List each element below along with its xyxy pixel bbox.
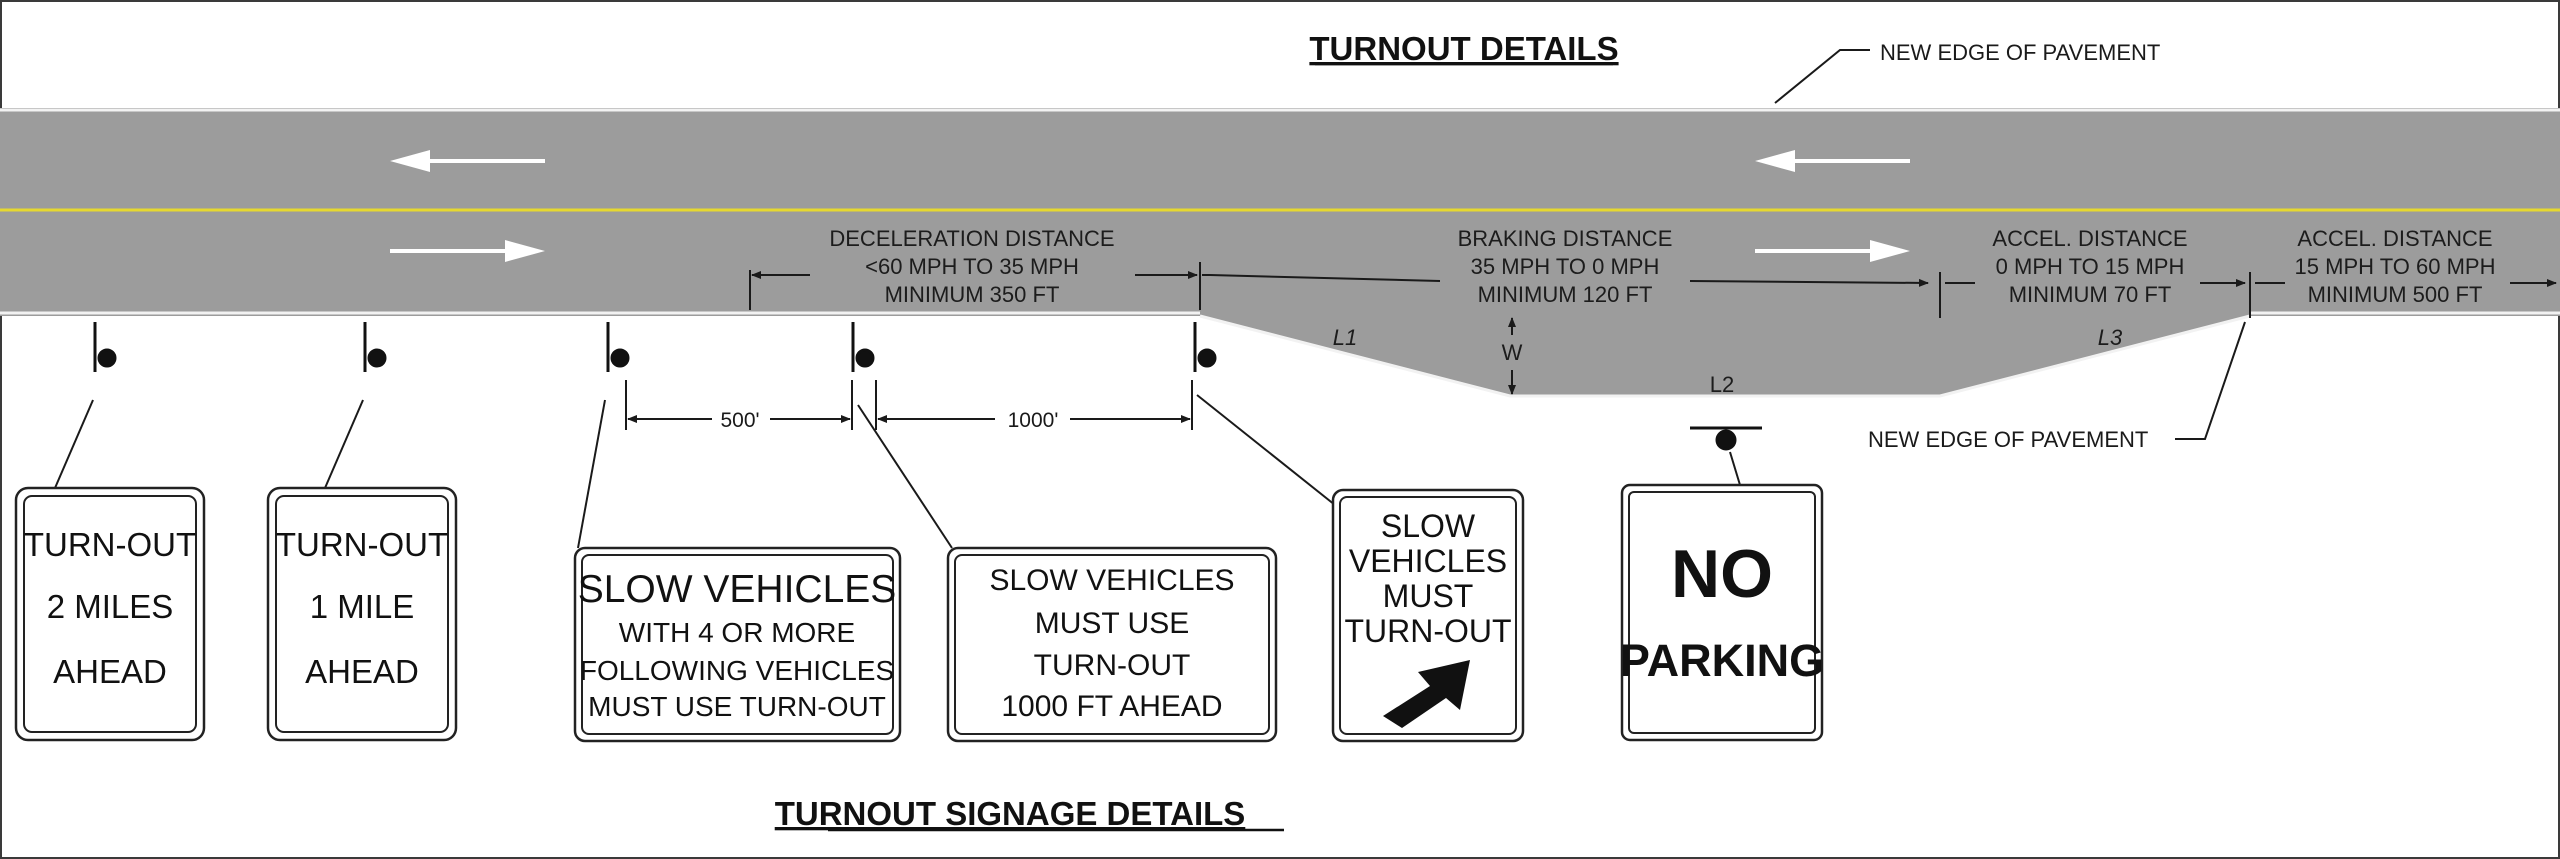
svg-text:ACCEL. DISTANCE: ACCEL. DISTANCE [1992, 226, 2187, 251]
svg-text:MUST USE TURN-OUT: MUST USE TURN-OUT [588, 691, 886, 722]
svg-text:SLOW: SLOW [1381, 508, 1476, 544]
svg-text:NEW EDGE OF PAVEMENT: NEW EDGE OF PAVEMENT [1868, 427, 2148, 452]
svg-text:PARKING: PARKING [1620, 635, 1824, 686]
left-arrow-icon [1755, 150, 1910, 172]
up-right-arrow-icon [1383, 660, 1470, 728]
svg-text:TURN-OUT: TURN-OUT [1344, 613, 1511, 649]
edge-callout-bottom: NEW EDGE OF PAVEMENT [1868, 321, 2246, 452]
dimension-lines [749, 262, 2557, 395]
width-label: W [1502, 340, 1523, 365]
title-signage-details: TURNOUT SIGNAGE DETAILS [775, 795, 1246, 832]
sign-turnout-2-miles: TURN-OUT 2 MILES AHEAD [14, 486, 206, 742]
edge-callout-top: NEW EDGE OF PAVEMENT [1774, 40, 2160, 104]
sign-post-icon [1193, 322, 1217, 372]
sign-posts [93, 322, 1762, 451]
svg-text:35 MPH TO 0 MPH: 35 MPH TO 0 MPH [1471, 254, 1660, 279]
svg-text:<60 MPH TO 35 MPH: <60 MPH TO 35 MPH [865, 254, 1079, 279]
roadway: DECELERATION DISTANCE <60 MPH TO 35 MPH … [0, 108, 2560, 398]
svg-text:DECELERATION DISTANCE: DECELERATION DISTANCE [829, 226, 1114, 251]
svg-text:ACCEL. DISTANCE: ACCEL. DISTANCE [2297, 226, 2492, 251]
sign-leaders [54, 394, 1741, 549]
svg-text:SLOW VEHICLES: SLOW VEHICLES [989, 564, 1234, 597]
sign-post-icon [93, 322, 117, 372]
turnout-edge-line [1199, 314, 2251, 398]
accel-distance-label-2: ACCEL. DISTANCE 15 MPH TO 60 MPH MINIMUM… [2295, 226, 2496, 307]
svg-text:MINIMUM 500 FT: MINIMUM 500 FT [2308, 282, 2483, 307]
accel-distance-label-1: ACCEL. DISTANCE 0 MPH TO 15 MPH MINIMUM … [1992, 226, 2187, 307]
sign-turnout-1-mile: TURN-OUT 1 MILE AHEAD [266, 486, 458, 742]
svg-text:AHEAD: AHEAD [53, 653, 167, 690]
svg-text:SLOW VEHICLES: SLOW VEHICLES [578, 568, 897, 611]
taper-label-l1: L1 [1333, 325, 1357, 350]
svg-text:MINIMUM 350 FT: MINIMUM 350 FT [885, 282, 1060, 307]
svg-text:NO: NO [1671, 536, 1773, 612]
taper-label-l3: L3 [2098, 325, 2123, 350]
svg-text:1 MILE: 1 MILE [310, 588, 415, 625]
svg-text:MUST: MUST [1383, 578, 1474, 614]
svg-text:15 MPH TO 60 MPH: 15 MPH TO 60 MPH [2295, 254, 2496, 279]
pavement [0, 108, 2560, 316]
svg-text:NEW EDGE OF PAVEMENT: NEW EDGE OF PAVEMENT [1880, 40, 2160, 65]
spacing-500-label: 500' [720, 409, 759, 432]
svg-text:AHEAD: AHEAD [305, 653, 419, 690]
svg-text:1000 FT AHEAD: 1000 FT AHEAD [1001, 690, 1222, 723]
sign-no-parking: NO PARKING [1620, 483, 1824, 742]
svg-text:MINIMUM 120 FT: MINIMUM 120 FT [1478, 282, 1653, 307]
right-arrow-icon [390, 240, 545, 262]
sign-post-icon [851, 322, 875, 372]
right-arrow-icon [1755, 240, 1910, 262]
spacing-dimensions [625, 380, 1193, 430]
svg-text:BRAKING DISTANCE: BRAKING DISTANCE [1458, 226, 1673, 251]
svg-text:TURN-OUT: TURN-OUT [24, 526, 196, 563]
svg-text:TURN-OUT: TURN-OUT [276, 526, 448, 563]
decel-distance-label: DECELERATION DISTANCE <60 MPH TO 35 MPH … [829, 226, 1114, 307]
left-arrow-icon [390, 150, 545, 172]
svg-text:MUST USE: MUST USE [1035, 607, 1189, 640]
svg-text:WITH 4 OR MORE: WITH 4 OR MORE [619, 617, 855, 648]
title-turnout-details: TURNOUT DETAILS [1309, 30, 1618, 67]
braking-distance-label: BRAKING DISTANCE 35 MPH TO 0 MPH MINIMUM… [1458, 226, 1673, 307]
svg-text:0 MPH TO 15 MPH: 0 MPH TO 15 MPH [1996, 254, 2185, 279]
length-label-l2: L2 [1710, 372, 1734, 397]
turnout-pavement [1200, 316, 2250, 396]
svg-text:2 MILES: 2 MILES [47, 588, 174, 625]
sign-post-icon [606, 322, 630, 372]
spacing-1000-label: 1000' [1008, 409, 1059, 432]
svg-text:VEHICLES: VEHICLES [1349, 543, 1507, 579]
sign-post-icon [363, 322, 387, 372]
svg-text:MINIMUM 70 FT: MINIMUM 70 FT [2009, 282, 2172, 307]
svg-text:TURN-OUT: TURN-OUT [1034, 649, 1191, 682]
sign-slow-vehicles-must-use: SLOW VEHICLES MUST USE TURN-OUT 1000 FT … [946, 546, 1278, 743]
sign-slow-vehicles-4-or-more: SLOW VEHICLES WITH 4 OR MORE FOLLOWING V… [573, 546, 902, 743]
svg-text:FOLLOWING VEHICLES: FOLLOWING VEHICLES [580, 655, 894, 686]
sign-post-icon [1690, 426, 1762, 451]
sign-slow-vehicles-turnout-arrow: SLOW VEHICLES MUST TURN-OUT [1331, 488, 1525, 743]
